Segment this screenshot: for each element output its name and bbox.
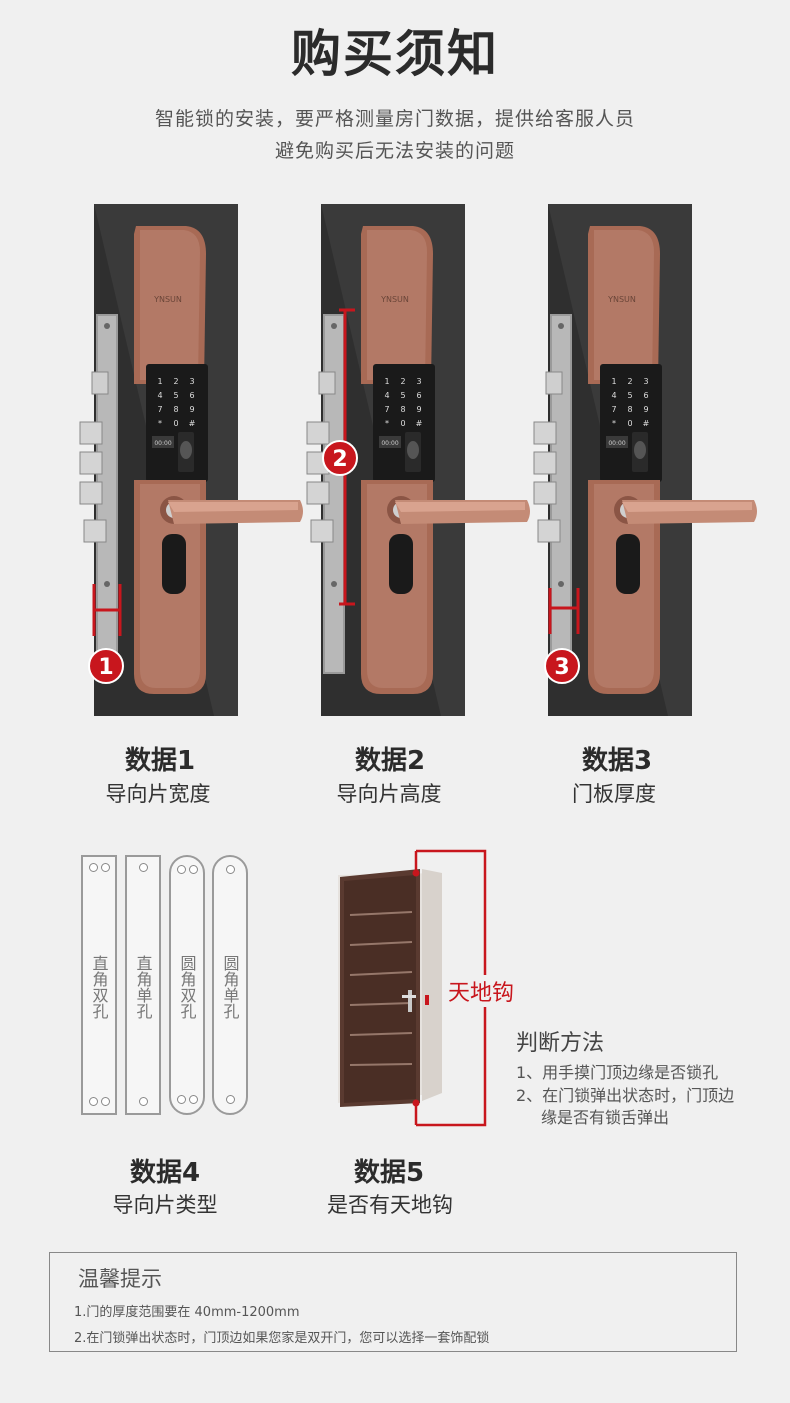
keypad-key: 5 [627, 391, 632, 400]
step-badge-number: 3 [554, 655, 569, 680]
method-line-3: 缘是否有锁舌弹出 [541, 1108, 670, 1127]
keypad-key: 6 [416, 391, 421, 400]
lock-screen-time: 00:00 [608, 440, 625, 447]
keypad-key: 4 [384, 391, 389, 400]
door-illustration [338, 849, 487, 1127]
lock-brand-label: YNSUN [153, 295, 182, 304]
keypad-key: 8 [400, 405, 405, 414]
keypad-key: 0 [627, 419, 632, 428]
keypad-key: 5 [400, 391, 405, 400]
plate-label: 圆角单孔 [220, 955, 240, 1019]
keypad-key: 3 [643, 377, 648, 386]
keypad-key: 4 [611, 391, 616, 400]
lock-image-1: YNSUN 1 2 3 4 5 6 7 8 9 * 0 #00:00 1 [79, 204, 303, 716]
data2-subtitle: 导向片高度 [336, 782, 442, 806]
tip-2: 2.在门锁弹出状态时，门顶边如果您家是双开门，您可以选择一套饰配锁 [74, 1331, 490, 1346]
data5-subtitle: 是否有天地钩 [327, 1193, 453, 1217]
method-title: 判断方法 [516, 1031, 605, 1056]
lock-illustration: YNSUN 1 2 3 4 5 6 7 8 9 * 0 #00:00 1 [79, 204, 303, 716]
keypad-key: * [612, 419, 616, 428]
tips-box: 温馨提示 1.门的厚度范围要在 40mm-1200mm 2.在门锁弹出状态时，门… [49, 1252, 737, 1352]
step-badge-number: 2 [332, 447, 347, 472]
step-badge-number: 1 [98, 655, 113, 680]
keypad-key: 3 [416, 377, 421, 386]
lock-illustration: YNSUN 1 2 3 4 5 6 7 8 9 * 0 #00:00 2 [306, 204, 530, 716]
data4-subtitle: 导向片类型 [112, 1193, 218, 1217]
keypad-key: 8 [173, 405, 178, 414]
tips-title: 温馨提示 [78, 1267, 162, 1291]
lock-brand-label: YNSUN [607, 295, 636, 304]
measure-marker [548, 588, 580, 634]
plate-square-double-hole: 直角双孔 [81, 855, 117, 1115]
lock-screen-time: 00:00 [154, 440, 171, 447]
lock-illustration: YNSUN 1 2 3 4 5 6 7 8 9 * 0 #00:00 3 [533, 204, 757, 716]
keypad-key: 0 [173, 419, 178, 428]
keypad-key: 2 [627, 377, 632, 386]
keypad-key: * [158, 419, 162, 428]
keypad-key: 4 [157, 391, 162, 400]
data1-subtitle: 导向片宽度 [105, 782, 211, 806]
lock-image-3: YNSUN 1 2 3 4 5 6 7 8 9 * 0 #00:00 3 [533, 204, 757, 716]
keypad-key: # [643, 419, 650, 428]
data3-title: 数据3 [581, 746, 653, 776]
keypad-key: 7 [384, 405, 389, 414]
plate-round-double-hole: 圆角双孔 [169, 855, 205, 1115]
keypad-key: 7 [611, 405, 616, 414]
keypad-key: 5 [173, 391, 178, 400]
step-badge: 3 [544, 648, 580, 684]
lock-screen-time: 00:00 [381, 440, 398, 447]
keypad-key: 6 [189, 391, 194, 400]
keypad-key: 2 [173, 377, 178, 386]
data4-title: 数据4 [129, 1158, 201, 1188]
tip-1: 1.门的厚度范围要在 40mm-1200mm [74, 1305, 300, 1320]
step-badge: 1 [88, 648, 124, 684]
keypad-key: 1 [611, 377, 616, 386]
keypad-key: 8 [627, 405, 632, 414]
keypad-key: 9 [416, 405, 421, 414]
method-line-1: 1、用手摸门顶边缘是否锁孔 [516, 1063, 719, 1082]
page-title: 购买须知 [291, 25, 499, 83]
plate-label: 圆角双孔 [177, 955, 197, 1019]
keypad-key: 7 [157, 405, 162, 414]
measure-marker [92, 584, 122, 636]
step-badge: 2 [322, 440, 358, 476]
keypad-key: 1 [157, 377, 162, 386]
keypad-key: 2 [400, 377, 405, 386]
plate-round-single-hole: 圆角单孔 [212, 855, 248, 1115]
data5-title: 数据5 [353, 1158, 425, 1188]
keypad-key: 6 [643, 391, 648, 400]
lock-image-2: YNSUN 1 2 3 4 5 6 7 8 9 * 0 #00:00 2 [306, 204, 530, 716]
keypad-key: 0 [400, 419, 405, 428]
keypad-key: 9 [643, 405, 648, 414]
data2-title: 数据2 [354, 746, 426, 776]
method-line-2: 2、在门锁弹出状态时，门顶边 [516, 1086, 735, 1105]
keypad-key: 1 [384, 377, 389, 386]
keypad-key: 9 [189, 405, 194, 414]
keypad-key: # [189, 419, 196, 428]
keypad-key: 3 [189, 377, 194, 386]
plate-square-single-hole: 直角单孔 [125, 855, 161, 1115]
keypad-key: # [416, 419, 423, 428]
subtitle-line-2: 避免购买后无法安装的问题 [274, 140, 515, 162]
subtitle-line-1: 智能锁的安装，要严格测量房门数据，提供给客服人员 [154, 108, 635, 130]
data1-title: 数据1 [124, 746, 196, 776]
plate-label: 直角双孔 [89, 955, 109, 1019]
data3-subtitle: 门板厚度 [572, 782, 656, 806]
keypad-key: * [385, 419, 389, 428]
plate-label: 直角单孔 [133, 955, 153, 1019]
hook-label: 天地钩 [446, 975, 517, 1007]
lock-brand-label: YNSUN [380, 295, 409, 304]
